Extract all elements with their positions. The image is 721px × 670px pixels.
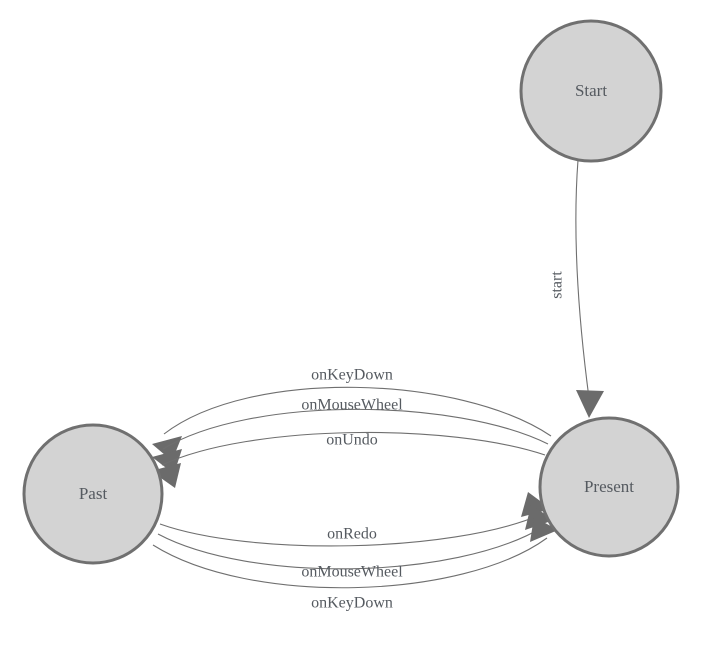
- node-past-circle: [22, 423, 164, 565]
- edge-start-label: start: [549, 271, 566, 299]
- node-start-label: Start: [575, 81, 607, 100]
- edge-keydown-to-present-path: [152, 537, 548, 589]
- node-present[interactable]: Present: [538, 416, 680, 558]
- node-start-circle: [519, 19, 663, 163]
- edge-mousewheel-to-past-path: [162, 408, 549, 450]
- edge-start-path: [575, 159, 590, 399]
- edge-undo-to-past-path: [161, 431, 546, 466]
- edge-mousewheel-to-present-arrowhead: [525, 505, 554, 530]
- edge-label-top-keydown: onKeyDown: [311, 367, 393, 384]
- edge-mousewheel-to-present[interactable]: [157, 505, 554, 570]
- node-start[interactable]: Start: [519, 19, 663, 163]
- edge-keydown-to-present[interactable]: [152, 517, 558, 589]
- edge-redo-to-present-path: [159, 514, 541, 547]
- edge-keydown-to-present-arrowhead: [530, 517, 558, 542]
- edge-label-top-mousewheel: onMouseWheel: [301, 397, 403, 414]
- edge-label-top-undo: onUndo: [326, 432, 378, 449]
- node-past[interactable]: Past: [22, 423, 164, 565]
- edge-label-bottom-redo: onRedo: [327, 526, 377, 543]
- edge-start[interactable]: start: [549, 159, 604, 418]
- node-present-label: Present: [584, 477, 634, 496]
- edge-mousewheel-to-present-path: [157, 526, 544, 570]
- edge-label-bottom-mousewheel: onMouseWheel: [301, 564, 403, 581]
- node-present-circle: [538, 416, 680, 558]
- edge-keydown-to-past-path: [163, 386, 552, 437]
- edge-label-bottom-keydown: onKeyDown: [311, 595, 393, 612]
- edge-start-arrowhead: [576, 390, 604, 418]
- node-past-label: Past: [79, 484, 108, 503]
